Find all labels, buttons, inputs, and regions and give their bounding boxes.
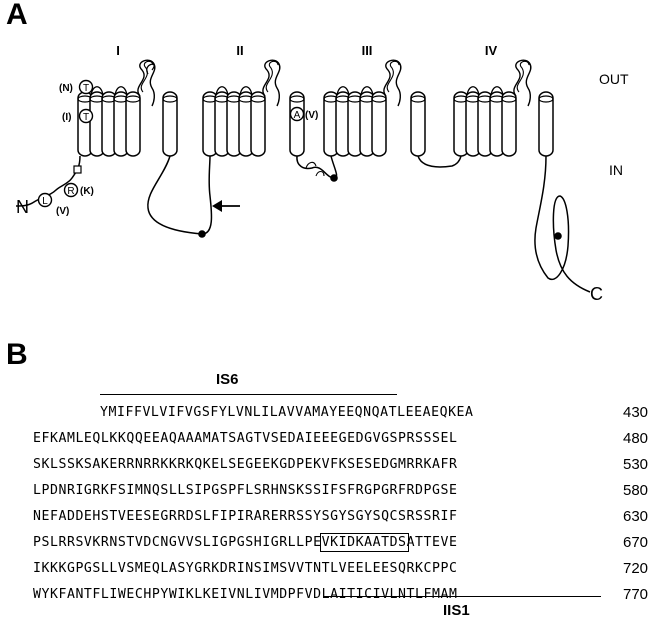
sequence-line: SKLSSKSAKERRNRRKKRKQKELSEGEEKGDPEKVFKSES… xyxy=(33,457,458,472)
residue-letter-l: L xyxy=(42,196,48,207)
square-marker xyxy=(73,165,82,174)
sequence-segment: ATTEVE xyxy=(406,535,458,550)
phosphorylation-site-dot xyxy=(330,174,338,182)
domain-label-ii: II xyxy=(236,43,243,58)
panel-a-label: A xyxy=(6,0,28,31)
variant-label-v-l: (V) xyxy=(56,206,69,217)
sequence-line: EFKAMLEQLKKQQEEAQAAAMATSAGTVSEDAIEEEGEDG… xyxy=(33,431,458,446)
phosphorylation-site-dot xyxy=(198,230,206,238)
label-in: IN xyxy=(609,162,623,178)
sequence-line: WYKFANTFLIWECHPYWIKLKEIVNLIVMDPFVDLAITIC… xyxy=(33,587,458,602)
residue-letter-a: A xyxy=(294,110,301,121)
sequence-line: IKKKGPGSLLVSMEQLASYGRKDRINSIMSVVTNTLVEEL… xyxy=(33,561,458,576)
residue-number: 530 xyxy=(623,456,649,473)
residue-number: 720 xyxy=(623,560,649,577)
panel-b-label: B xyxy=(6,338,28,371)
domain-label-iii: III xyxy=(362,43,373,58)
domain-label-iv: IV xyxy=(485,43,498,58)
variant-label-n: (N) xyxy=(59,83,73,94)
arrow-icon xyxy=(212,200,240,212)
residue-number: 670 xyxy=(623,534,649,551)
variant-label-v-a: (V) xyxy=(305,110,318,121)
residue-number: 430 xyxy=(623,404,649,421)
variant-label-k: (K) xyxy=(80,186,94,197)
domain-i-helices xyxy=(77,59,178,157)
residue-number: 480 xyxy=(623,430,649,447)
sequence-line: YMIFFVLVIFVGSFYLVNLILAVVAMAYEEQNQATLEEAE… xyxy=(100,405,474,420)
residue-circle-l xyxy=(37,192,53,208)
segment-rule-is6 xyxy=(100,394,397,395)
residue-circle-a xyxy=(289,106,305,122)
residue-number: 770 xyxy=(623,586,649,603)
domain-iii-helices xyxy=(323,59,426,157)
segment-label-is6: IS6 xyxy=(216,371,239,388)
domain-label-i: I xyxy=(116,43,120,58)
residue-circle-r xyxy=(63,182,79,198)
channel-topology-diagram: I II III IV OUT IN N C T T A R L (N) (I)… xyxy=(15,43,629,304)
residue-number: 580 xyxy=(623,482,649,499)
phosphorylation-site-dot xyxy=(554,232,562,240)
segment-rule-iis1 xyxy=(324,596,601,597)
domain-iv-helices xyxy=(453,59,554,157)
residue-circle-t1 xyxy=(78,79,94,95)
residue-number: 630 xyxy=(623,508,649,525)
sequence-segment: PSLRRSVKRNSTVDCNGVVSLIGPGSHIGRLLPE xyxy=(33,535,322,550)
domain-ii-helices xyxy=(202,59,305,157)
residue-letter-t1: T xyxy=(83,83,89,94)
residue-letter-t2: T xyxy=(83,112,89,123)
variant-label-i: (I) xyxy=(62,112,71,123)
sequence-line: PSLRRSVKRNSTVDCNGVVSLIGPGSHIGRLLPEVKIDKA… xyxy=(33,533,458,552)
sequence-line: LPDNRIGRKFSIMNQSLLSIPGSPFLSRHNSKSSIFSFRG… xyxy=(33,483,458,498)
sequence-line: NEFADDEHSTVEESEGRRDSLFIPIRARERRSSYSGYSGY… xyxy=(33,509,458,524)
segment-label-iis1: IIS1 xyxy=(443,602,470,619)
label-c-terminus: C xyxy=(590,284,603,304)
label-out: OUT xyxy=(599,71,629,87)
residue-letter-r: R xyxy=(67,186,74,197)
boxed-motif: VKIDKAATDS xyxy=(319,533,409,552)
residue-circle-t2 xyxy=(78,108,94,124)
label-n-terminus: N xyxy=(16,197,29,217)
